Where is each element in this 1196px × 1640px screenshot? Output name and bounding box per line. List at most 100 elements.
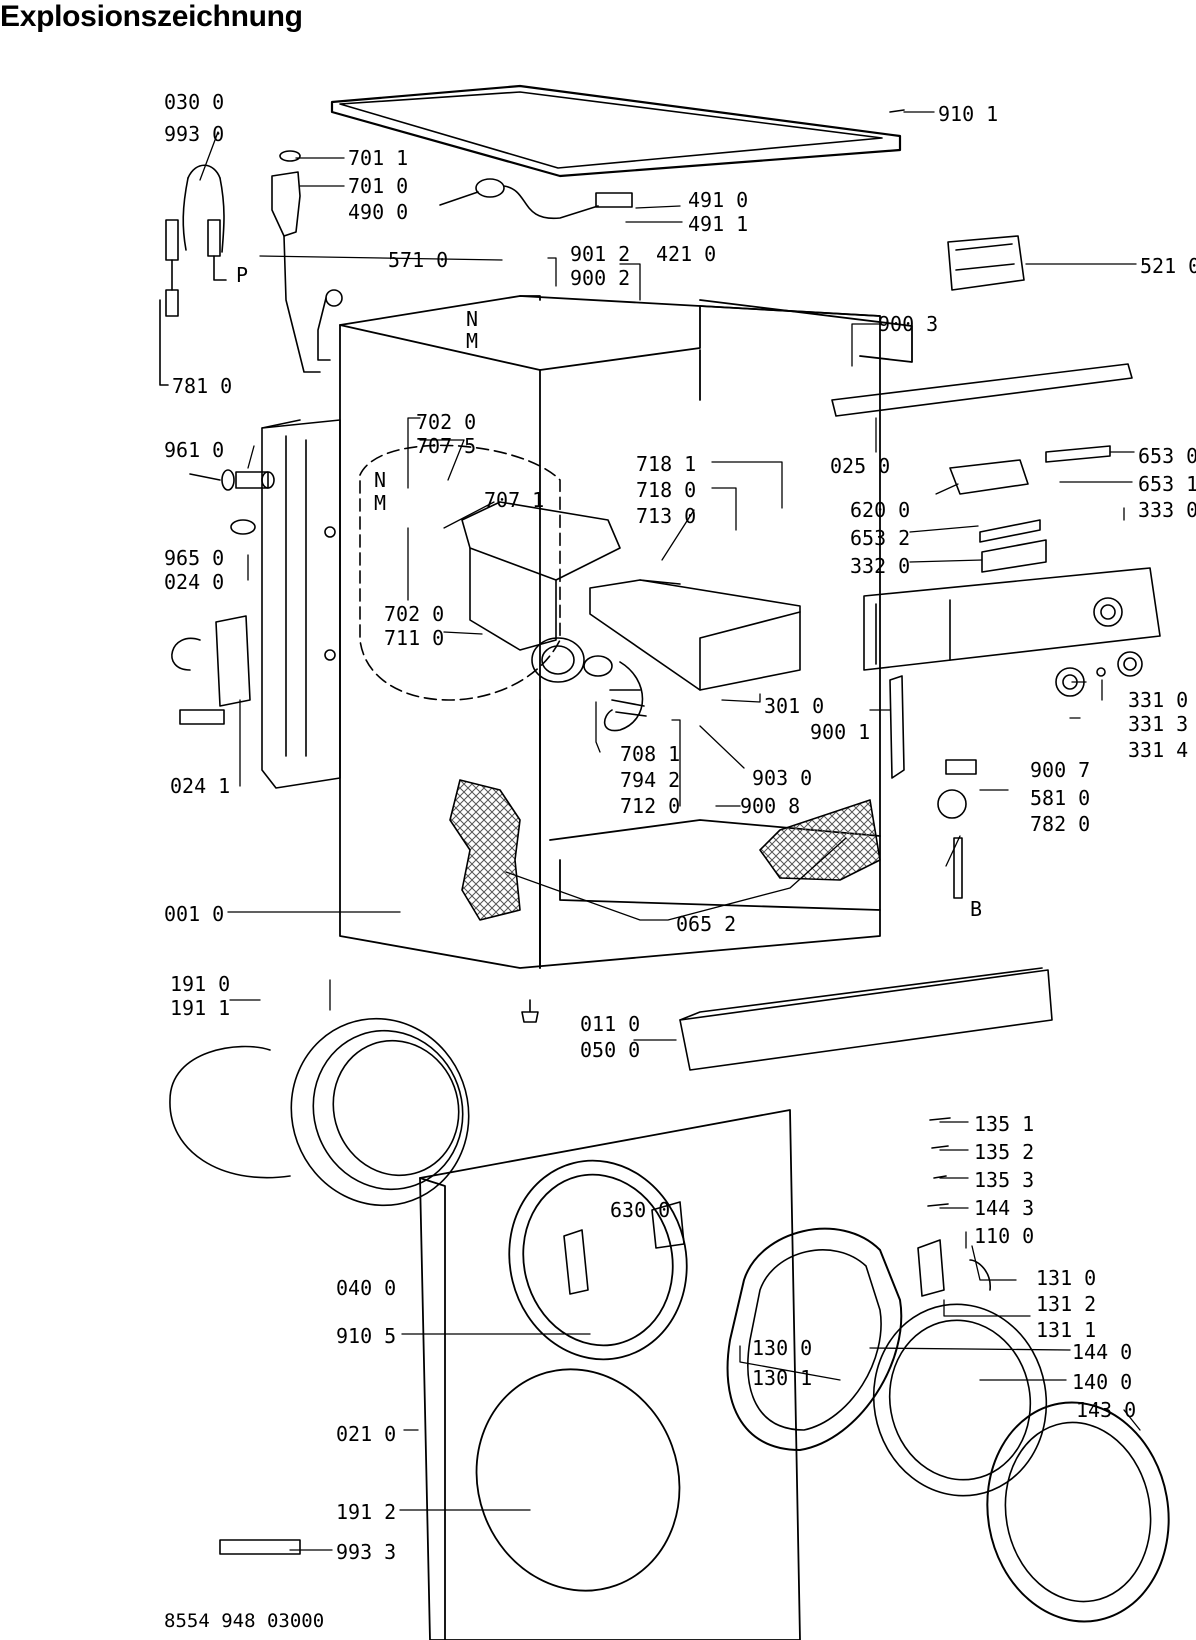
part-label-191-1: 191 1 (170, 996, 231, 1020)
part-label-001-0: 001 0 (164, 902, 225, 926)
part-label-900-3: 900 3 (878, 312, 939, 336)
part-label-521-0: 521 0 (1140, 254, 1196, 278)
part-label-040-0: 040 0 (336, 1276, 397, 1300)
part-label-993-3: 993 3 (336, 1540, 397, 1564)
part-label-110-0: 110 0 (974, 1224, 1035, 1248)
part-label-708-1: 708 1 (620, 742, 681, 766)
insulation-right (759, 799, 881, 881)
part-label-011-0: 011 0 (580, 1012, 641, 1036)
part-label-707-5: 707 5 (416, 434, 477, 458)
part-label-712-0: 712 0 (620, 794, 681, 818)
part-label-025-0: 025 0 (830, 454, 891, 478)
part-label-491-0: 491 0 (688, 188, 749, 212)
kickplate-050 (679, 967, 1053, 1071)
dispenser-housing-711 (461, 501, 621, 683)
part-label-024-1: 024 1 (170, 774, 231, 798)
marker-p: P (236, 263, 248, 287)
part-label-024-0: 024 0 (164, 570, 225, 594)
part-label-491-1: 491 1 (688, 212, 749, 236)
part-label-900-8: 900 8 (740, 794, 801, 818)
part-label-191-0: 191 0 (170, 972, 231, 996)
part-label-490-0: 490 0 (348, 200, 409, 224)
screw-135 (927, 1117, 951, 1207)
page-title: Explosionszeichnung (0, 0, 303, 33)
leader-lines (199, 111, 1141, 1551)
top-cover (330, 84, 902, 178)
document-number: 8554 948 03000 (164, 1610, 325, 1632)
mains-filter (171, 615, 251, 725)
part-label-135-2: 135 2 (974, 1140, 1035, 1164)
marker-n-mid: N (374, 468, 386, 492)
inlet-hose-assembly (159, 164, 227, 386)
part-label-131-2: 131 2 (1036, 1292, 1097, 1316)
door-inner-frame-144 (726, 1227, 903, 1451)
part-label-421-0: 421 0 (656, 242, 717, 266)
part-label-140-0: 140 0 (1072, 1370, 1133, 1394)
part-label-065-2: 065 2 (676, 912, 737, 936)
door-gasket-191 (169, 1017, 470, 1207)
part-label-713-0: 713 0 (636, 504, 697, 528)
power-cord (439, 178, 633, 220)
part-label-910-1: 910 1 (938, 102, 999, 126)
switch-bank-332 (981, 539, 1047, 573)
part-label-331-4: 331 4 (1128, 738, 1189, 762)
part-label-050-0: 050 0 (580, 1038, 641, 1062)
electronic-module-521 (947, 235, 1025, 291)
part-label-130-1: 130 1 (752, 1366, 813, 1390)
rear-panel (261, 419, 341, 789)
part-label-332-0: 332 0 (850, 554, 911, 578)
part-label-333-0: 333 0 (1138, 498, 1196, 522)
part-label-993-0: 993 0 (164, 122, 225, 146)
part-label-965-0: 965 0 (164, 546, 225, 570)
part-label-718-0: 718 0 (636, 478, 697, 502)
part-label-702-0b: 702 0 (384, 602, 445, 626)
marker-m-top: M (466, 329, 478, 353)
cabinet-body (339, 295, 913, 969)
foot-011 (521, 999, 539, 1023)
part-label-718-1: 718 1 (636, 452, 697, 476)
part-label-144-3: 144 3 (974, 1196, 1035, 1220)
part-label-782-0: 782 0 (1030, 812, 1091, 836)
hose-708 (583, 655, 647, 732)
part-label-135-3: 135 3 (974, 1168, 1035, 1192)
part-label-961-0: 961 0 (164, 438, 225, 462)
part-label-301-0: 301 0 (764, 694, 825, 718)
part-label-781-0: 781 0 (172, 374, 233, 398)
part-label-620-0: 620 0 (850, 498, 911, 522)
part-label-571-0: 571 0 (388, 248, 449, 272)
part-label-701-1: 701 1 (348, 146, 409, 170)
part-label-143-0: 143 0 (1076, 1398, 1137, 1422)
front-panel-040 (419, 1109, 801, 1640)
part-label-630-0: 630 0 (610, 1198, 671, 1222)
door-outer-ring-143 (986, 1401, 1170, 1623)
insulation-left (449, 779, 521, 921)
part-label-191-2: 191 2 (336, 1500, 397, 1524)
part-label-131-1: 131 1 (1036, 1318, 1097, 1342)
part-label-030-0: 030 0 (164, 90, 225, 114)
part-label-653-1: 653 1 (1138, 472, 1196, 496)
inlet-valve-701 (271, 150, 343, 373)
part-label-653-2: 653 2 (850, 526, 911, 550)
rail-653 (979, 445, 1111, 543)
part-label-331-3: 331 3 (1128, 712, 1189, 736)
part-label-900-7: 900 7 (1030, 758, 1091, 782)
marker-b: B (970, 897, 982, 921)
part-label-653-0: 653 0 (1138, 444, 1196, 468)
part-label-910-5: 910 5 (336, 1324, 397, 1348)
door-handle-110 (917, 1239, 991, 1297)
part-label-900-1: 900 1 (810, 720, 871, 744)
part-label-144-0: 144 0 (1072, 1340, 1133, 1364)
door-glass-140 (872, 1303, 1048, 1497)
top-rail-025 (831, 363, 1133, 417)
part-label-331-0: 331 0 (1128, 688, 1189, 712)
marker-n-top: N (466, 307, 478, 331)
part-label-901-2: 901 2 (570, 242, 631, 266)
part-label-581-0: 581 0 (1030, 786, 1091, 810)
screw-910 (889, 109, 905, 113)
part-label-131-0: 131 0 (1036, 1266, 1097, 1290)
part-label-707-1: 707 1 (484, 488, 545, 512)
control-panel-front (863, 567, 1161, 671)
part-label-021-0: 021 0 (336, 1422, 397, 1446)
part-label-711-0: 711 0 (384, 626, 445, 650)
